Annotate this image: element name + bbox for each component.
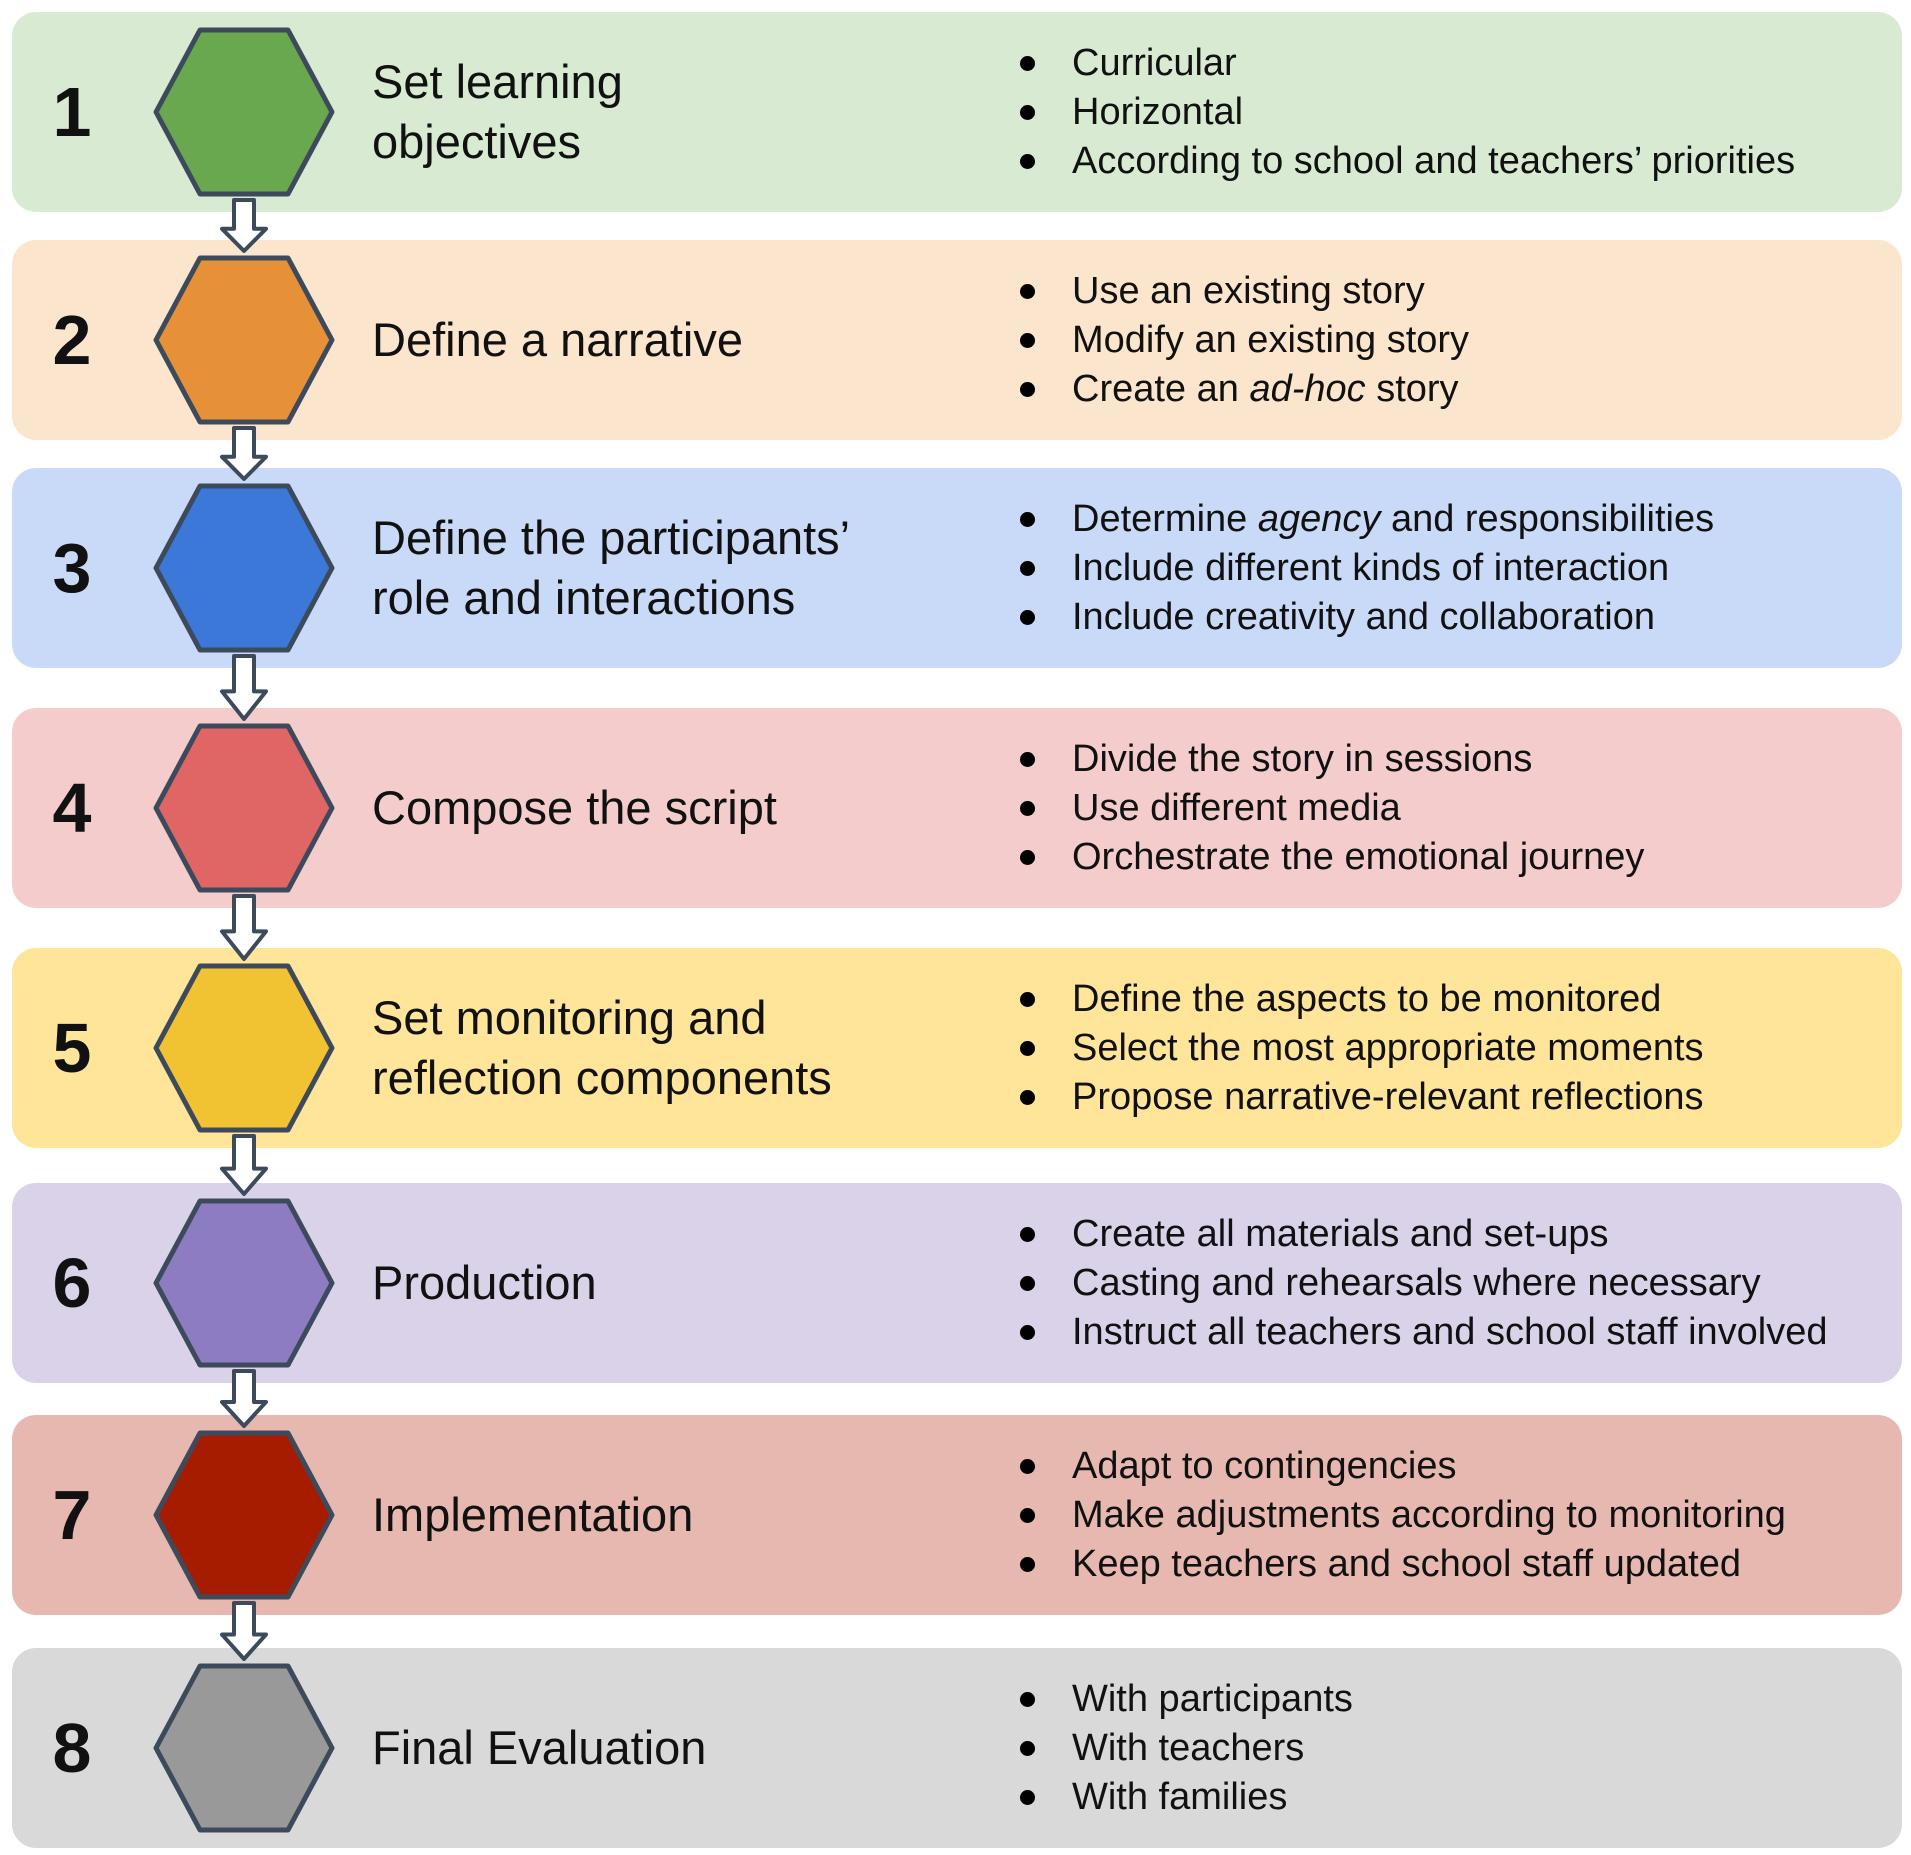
bullet-item: With families	[1002, 1773, 1902, 1822]
hexagon-icon	[153, 723, 335, 893]
bullet-item: Use an existing story	[1002, 267, 1902, 316]
step-number: 8	[52, 1709, 92, 1787]
down-arrow-icon	[220, 654, 268, 721]
hexagon-icon	[153, 1430, 335, 1600]
bullet-item: Include creativity and collaboration	[1002, 593, 1902, 642]
step-2: 2 Define a narrative Use an existing story…	[12, 240, 1902, 440]
step-title: Compose the script	[372, 781, 777, 834]
bullet-item: Create an ad-hoc story	[1002, 365, 1902, 414]
bullet-item: Keep teachers and school staff updated	[1002, 1540, 1902, 1589]
bullet-item: Make adjustments according to monitoring	[1002, 1491, 1902, 1540]
step-number: 5	[52, 1009, 92, 1087]
bullet-item: Use different media	[1002, 784, 1902, 833]
down-arrow-icon	[220, 198, 268, 253]
bullet-item: With teachers	[1002, 1724, 1902, 1773]
step-title: Set learning objectives	[372, 55, 623, 168]
hexagon-icon	[153, 255, 335, 425]
bullet-item: Instruct all teachers and school staff i…	[1002, 1308, 1902, 1357]
down-arrow-icon	[220, 426, 268, 481]
hexagon-icon	[153, 1663, 335, 1833]
bullet-item: Determine agency and responsibilities	[1002, 495, 1902, 544]
step-number: 4	[52, 769, 92, 847]
step-title: Define the participants’ role and intera…	[372, 511, 851, 624]
down-arrow-icon	[220, 1601, 268, 1661]
bullet-item: Select the most appropriate moments	[1002, 1024, 1902, 1073]
step-number: 1	[52, 73, 92, 151]
hexagon-icon	[153, 27, 335, 197]
bullet-item: Modify an existing story	[1002, 316, 1902, 365]
bullet-item: Horizontal	[1002, 88, 1902, 137]
step-title: Set monitoring and reflection components	[372, 991, 832, 1104]
bullet-item: Curricular	[1002, 39, 1902, 88]
bullet-item: Orchestrate the emotional journey	[1002, 833, 1902, 882]
step-title: Production	[372, 1256, 597, 1309]
down-arrow-icon	[220, 894, 268, 961]
step-number: 6	[52, 1244, 92, 1322]
bullet-item: Divide the story in sessions	[1002, 735, 1902, 784]
bullet-item: Adapt to contingencies	[1002, 1442, 1902, 1491]
step-title: Implementation	[372, 1488, 694, 1541]
bullet-item: Create all materials and set-ups	[1002, 1210, 1902, 1259]
bullet-item: Define the aspects to be monitored	[1002, 975, 1902, 1024]
step-number: 2	[52, 301, 92, 379]
step-title: Final Evaluation	[372, 1721, 707, 1774]
bullet-item: Casting and rehearsals where necessary	[1002, 1259, 1902, 1308]
step-title: Define a narrative	[372, 313, 743, 366]
step-4: 4 Compose the script Divide the story in s…	[12, 708, 1902, 908]
down-arrow-icon	[220, 1369, 268, 1428]
step-5: 5 Set monitoring and reflection component…	[12, 948, 1902, 1148]
step-number: 3	[52, 529, 92, 607]
hexagon-icon	[153, 483, 335, 653]
bullet-item: With participants	[1002, 1675, 1902, 1724]
bullet-item: Propose narrative-relevant reflections	[1002, 1073, 1902, 1122]
step-6: 6 Production Create all materials and set-…	[12, 1183, 1902, 1383]
step-3: 3 Define the participants’ role and inter…	[12, 468, 1902, 668]
bullet-item: Include different kinds of interaction	[1002, 544, 1902, 593]
step-number: 7	[52, 1476, 92, 1554]
hexagon-icon	[153, 1198, 335, 1368]
down-arrow-icon	[220, 1134, 268, 1196]
hexagon-icon	[153, 963, 335, 1133]
bullet-item: According to school and teachers’ priori…	[1002, 137, 1902, 186]
